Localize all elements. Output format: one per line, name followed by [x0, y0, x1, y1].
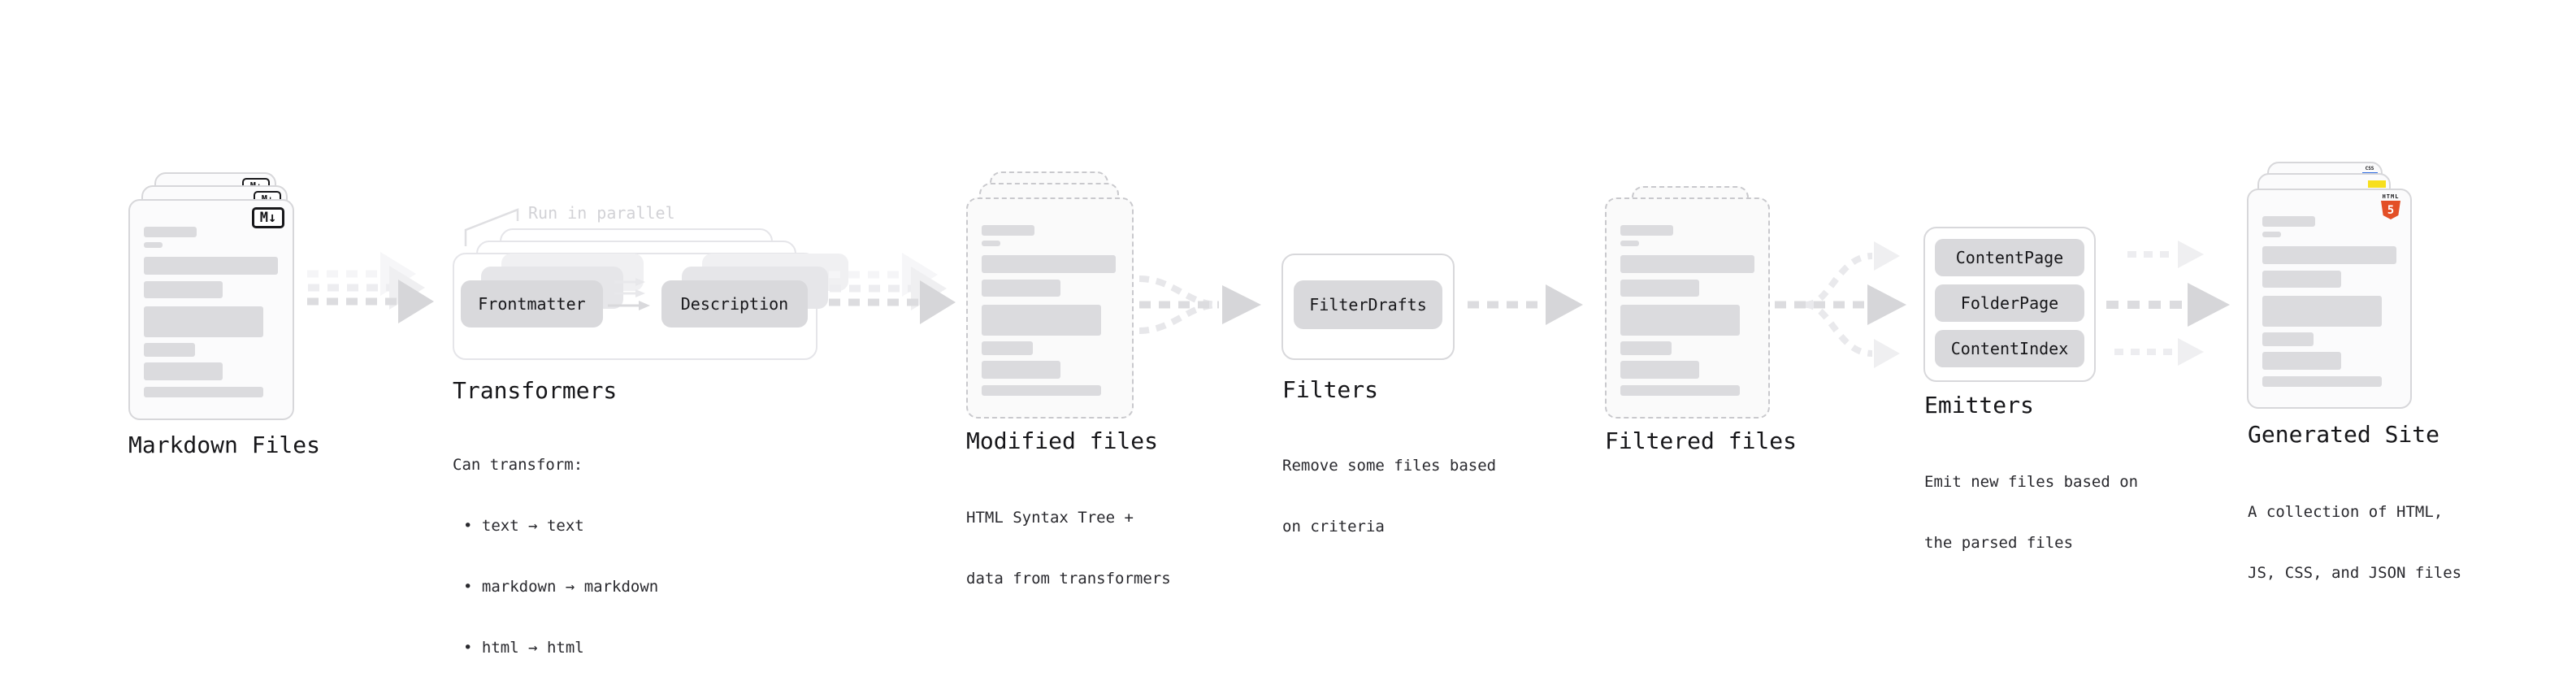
filters-title: Filters [1282, 376, 1379, 403]
contentindex-label: ContentIndex [1950, 339, 2069, 358]
arrow-markdown-to-transformers [307, 252, 434, 323]
html5-icon: HTML 5 [2381, 193, 2400, 219]
arrow-modified-to-filters [1138, 275, 1261, 334]
modified-files-description: HTML Syntax Tree + data from transformer… [966, 509, 1171, 588]
folderpage-label: FolderPage [1960, 293, 2059, 313]
js-icon [2368, 180, 2386, 188]
run-in-parallel-annotation: Run in parallel [528, 203, 675, 223]
frontmatter-box: Frontmatter [461, 280, 603, 327]
filtered-file-card-front [1605, 197, 1770, 419]
transformers-description: Can transform: • text → text • markdown … [453, 414, 658, 681]
can-transform-heading: Can transform: [453, 456, 583, 474]
site-file-card-front: HTML 5 [2247, 189, 2412, 409]
markdown-icon: M↓ [252, 207, 284, 228]
arrow-emitters-to-site [2106, 241, 2230, 366]
document-lines [2249, 190, 2410, 407]
filters-description: Remove some files based on criteria [1282, 457, 1497, 536]
arrow-filtered-to-emitters [1775, 241, 1906, 368]
annotation-leader-line [464, 208, 519, 246]
transform-bullet: • html → html [463, 639, 584, 657]
markdown-files-title: Markdown Files [128, 432, 321, 458]
arrow-transformers-to-modified [829, 253, 956, 324]
emitters-frame: ContentPage FolderPage ContentIndex [1923, 227, 2096, 382]
parallel-arrows-icon [608, 278, 650, 310]
emitters-title: Emitters [1924, 392, 2034, 419]
transform-bullet: • text → text [463, 517, 584, 535]
markdown-file-card-front: M↓ [128, 199, 294, 420]
emitters-description: Emit new files based on the parsed files [1924, 473, 2139, 552]
contentpage-box: ContentPage [1935, 239, 2084, 276]
folderpage-box: FolderPage [1935, 284, 2084, 322]
filtered-files-title: Filtered files [1605, 427, 1798, 454]
document-lines [968, 199, 1132, 417]
transformers-title: Transformers [453, 377, 618, 404]
filterdrafts-box: FilterDrafts [1294, 280, 1442, 329]
description-label: Description [680, 294, 789, 314]
modified-files-title: Modified files [966, 427, 1159, 454]
filterdrafts-label: FilterDrafts [1309, 295, 1427, 314]
generated-site-description: A collection of HTML, JS, CSS, and JSON … [2248, 503, 2462, 582]
transform-bullet: • markdown → markdown [463, 578, 659, 596]
description-box: Description [661, 280, 808, 327]
modified-file-card-front [966, 197, 1134, 419]
arrow-filters-to-filtered [1468, 284, 1583, 325]
document-lines [1607, 199, 1768, 417]
document-lines [130, 201, 293, 419]
contentpage-label: ContentPage [1955, 248, 2064, 267]
frontmatter-label: Frontmatter [478, 294, 586, 314]
generated-site-title: Generated Site [2248, 421, 2440, 448]
contentindex-box: ContentIndex [1935, 330, 2084, 367]
